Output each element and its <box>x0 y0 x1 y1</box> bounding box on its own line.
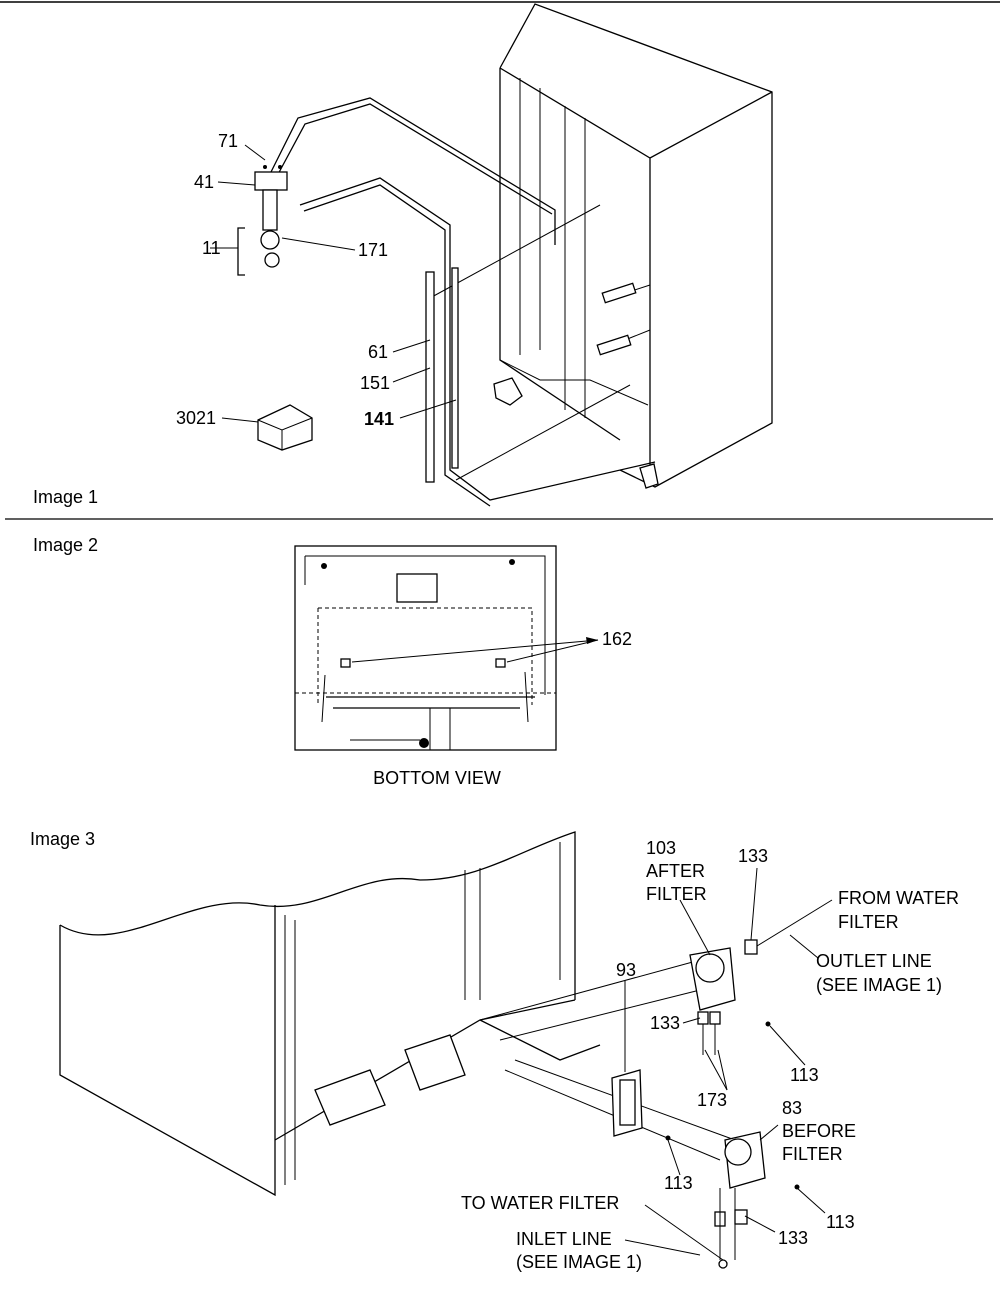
image3-callouts: 103 AFTER FILTER 133 FROM WATER FILTER O… <box>461 838 959 1272</box>
image1-callouts: 71 41 11 171 61 151 141 3021 <box>176 131 394 429</box>
callout-133-bottom: 133 <box>778 1228 808 1248</box>
inlet-see-image-label: (SEE IMAGE 1) <box>516 1252 642 1272</box>
callout-61: 61 <box>368 342 388 362</box>
callout-103: 103 <box>646 838 676 858</box>
image2-drawing <box>294 545 599 751</box>
from-filter-label: FILTER <box>838 912 899 932</box>
after-filter-label: FILTER <box>646 884 707 904</box>
callout-113-bottom: 113 <box>826 1212 855 1232</box>
callout-151: 151 <box>360 373 390 393</box>
callout-133-top: 133 <box>738 846 768 866</box>
image3-title: Image 3 <box>30 829 95 849</box>
outlet-see-image-label: (SEE IMAGE 1) <box>816 975 942 995</box>
image3-drawing <box>59 831 833 1269</box>
callout-11: 11 <box>202 238 221 258</box>
callout-83: 83 <box>782 1098 802 1118</box>
callout-93: 93 <box>616 960 636 980</box>
before-label: BEFORE <box>782 1121 856 1141</box>
before-filter-label: FILTER <box>782 1144 843 1164</box>
after-label: AFTER <box>646 861 705 881</box>
from-water-label: FROM WATER <box>838 888 959 908</box>
callout-41: 41 <box>194 172 214 192</box>
image1-drawing <box>210 3 773 507</box>
image2-title: Image 2 <box>33 535 98 555</box>
callout-3021: 3021 <box>176 408 216 428</box>
bottom-view-caption: BOTTOM VIEW <box>373 768 501 788</box>
callout-173: 173 <box>697 1090 727 1110</box>
callout-71: 71 <box>218 131 238 151</box>
callout-113-right: 113 <box>790 1065 819 1085</box>
callout-171: 171 <box>358 240 388 260</box>
callout-162: 162 <box>602 629 632 649</box>
inlet-line-label: INLET LINE <box>516 1229 612 1249</box>
callout-133-mid: 133 <box>650 1013 680 1033</box>
to-water-filter-label: TO WATER FILTER <box>461 1193 619 1213</box>
callout-141: 141 <box>364 409 394 429</box>
callout-113-left: 113 <box>664 1173 693 1193</box>
image1-title: Image 1 <box>33 487 98 507</box>
outlet-line-label: OUTLET LINE <box>816 951 932 971</box>
